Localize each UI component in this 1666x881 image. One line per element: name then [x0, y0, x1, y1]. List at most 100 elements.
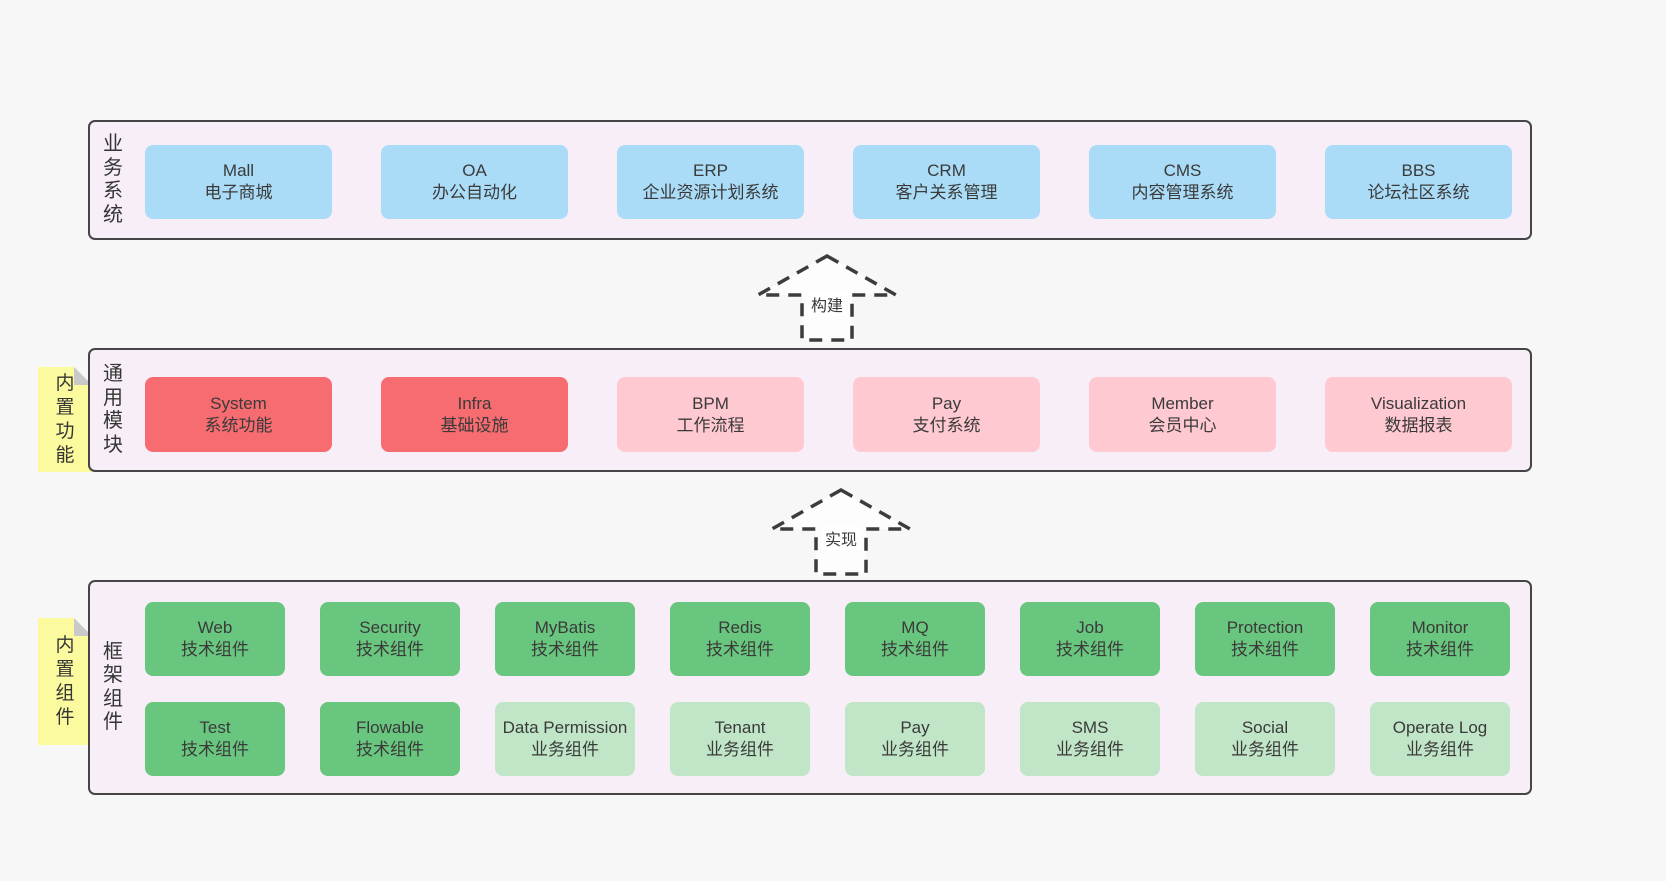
panel-title: 框架组件 [103, 640, 123, 734]
box-social: Social 业务组件 [1195, 702, 1335, 776]
box-subtitle: 工作流程 [676, 415, 745, 435]
panel-title: 业务系统 [103, 133, 123, 226]
box-title: Data Permission [502, 718, 628, 737]
box-cms: CMS 内容管理系统 [1089, 145, 1276, 219]
box-title: Web [197, 618, 233, 637]
box-pay-component: Pay 业务组件 [845, 702, 985, 776]
arrow-label: 构建 [807, 292, 847, 316]
box-subtitle: 业务组件 [881, 740, 949, 759]
box-subtitle: 业务组件 [1056, 740, 1124, 759]
box-security: Security 技术组件 [320, 602, 460, 676]
box-subtitle: 支付系统 [912, 415, 981, 435]
panel-common-modules: 通用模块 System 系统功能 Infra 基础设施 BPM 工作流程 Pay… [88, 348, 1532, 472]
box-tenant: Tenant 业务组件 [670, 702, 810, 776]
implement-arrow: 实现 [766, 486, 916, 578]
box-mall: Mall 电子商城 [145, 145, 332, 219]
box-title: BPM [692, 393, 729, 413]
box-erp: ERP 企业资源计划系统 [617, 145, 804, 219]
arrow-label: 实现 [821, 526, 861, 550]
box-subtitle: 数据报表 [1384, 415, 1453, 435]
box-protection: Protection 技术组件 [1195, 602, 1335, 676]
business-systems-row: Mall 电子商城 OA 办公自动化 ERP 企业资源计划系统 CRM 客户关系… [145, 145, 1512, 219]
box-sms: SMS 业务组件 [1020, 702, 1160, 776]
build-arrow: 构建 [752, 252, 902, 344]
panel-framework-components: 框架组件 Web 技术组件 Security 技术组件 MyBatis 技术组件… [88, 580, 1532, 795]
box-subtitle: 技术组件 [356, 640, 424, 659]
box-visualization: Visualization 数据报表 [1325, 377, 1512, 452]
box-subtitle: 技术组件 [881, 640, 949, 659]
box-operate-log: Operate Log 业务组件 [1370, 702, 1510, 776]
box-title: Protection [1226, 618, 1304, 637]
box-job: Job 技术组件 [1020, 602, 1160, 676]
box-title: ERP [693, 161, 728, 180]
box-subtitle: 基础设施 [440, 415, 509, 435]
box-title: Pay [931, 393, 962, 413]
box-title: Redis [718, 618, 762, 637]
sticky-label: 内置功能 [55, 372, 75, 466]
box-title: CMS [1163, 161, 1202, 180]
box-subtitle: 技术组件 [356, 740, 424, 759]
box-title: Operate Log [1392, 718, 1488, 737]
framework-components-row-1: Web 技术组件 Security 技术组件 MyBatis 技术组件 Redi… [145, 602, 1510, 676]
box-subtitle: 技术组件 [531, 640, 599, 659]
box-title: SMS [1071, 718, 1109, 737]
panel-business-systems: 业务系统 Mall 电子商城 OA 办公自动化 ERP 企业资源计划系统 CRM… [88, 120, 1532, 240]
box-web: Web 技术组件 [145, 602, 285, 676]
box-subtitle: 业务组件 [1231, 740, 1299, 759]
box-flowable: Flowable 技术组件 [320, 702, 460, 776]
box-subtitle: 业务组件 [531, 740, 599, 759]
box-title: Pay [900, 718, 930, 737]
box-monitor: Monitor 技术组件 [1370, 602, 1510, 676]
box-subtitle: 业务组件 [706, 740, 774, 759]
box-subtitle: 论坛社区系统 [1367, 183, 1470, 202]
box-title: Flowable [355, 718, 425, 737]
box-title: MyBatis [534, 618, 596, 637]
box-subtitle: 客户关系管理 [895, 183, 998, 202]
common-modules-row: System 系统功能 Infra 基础设施 BPM 工作流程 Pay 支付系统… [145, 377, 1512, 452]
box-subtitle: 内容管理系统 [1131, 183, 1234, 202]
sticky-label: 内置组件 [55, 634, 75, 728]
panel-title: 通用模块 [103, 363, 123, 456]
box-title: Security [359, 618, 421, 637]
box-title: OA [462, 161, 487, 180]
box-mybatis: MyBatis 技术组件 [495, 602, 635, 676]
box-subtitle: 会员中心 [1148, 415, 1217, 435]
box-system: System 系统功能 [145, 377, 332, 452]
box-title: Visualization [1370, 393, 1467, 413]
box-subtitle: 技术组件 [706, 640, 774, 659]
box-subtitle: 技术组件 [181, 740, 249, 759]
box-title: BBS [1401, 161, 1436, 180]
box-title: MQ [901, 618, 929, 637]
box-data-permission: Data Permission 业务组件 [495, 702, 635, 776]
box-title: Monitor [1411, 618, 1469, 637]
box-pay-module: Pay 支付系统 [853, 377, 1040, 452]
box-subtitle: 技术组件 [181, 640, 249, 659]
box-title: Member [1151, 393, 1214, 413]
box-member: Member 会员中心 [1089, 377, 1276, 452]
box-test: Test 技术组件 [145, 702, 285, 776]
box-subtitle: 系统功能 [204, 415, 273, 435]
box-subtitle: 技术组件 [1056, 640, 1124, 659]
box-crm: CRM 客户关系管理 [853, 145, 1040, 219]
box-bbs: BBS 论坛社区系统 [1325, 145, 1512, 219]
box-subtitle: 技术组件 [1231, 640, 1299, 659]
box-subtitle: 业务组件 [1406, 740, 1474, 759]
box-subtitle: 技术组件 [1406, 640, 1474, 659]
box-title: Test [199, 718, 231, 737]
box-title: Infra [457, 393, 492, 413]
box-subtitle: 办公自动化 [432, 183, 517, 202]
sticky-built-in-features: 内置功能 [38, 367, 92, 472]
box-title: CRM [927, 161, 966, 180]
box-title: Job [1076, 618, 1104, 637]
box-subtitle: 电子商城 [204, 183, 273, 202]
box-infra: Infra 基础设施 [381, 377, 568, 452]
box-title: System [210, 393, 267, 413]
box-bpm: BPM 工作流程 [617, 377, 804, 452]
box-title: Social [1241, 718, 1289, 737]
box-title: Mall [222, 161, 255, 180]
framework-components-row-2: Test 技术组件 Flowable 技术组件 Data Permission … [145, 702, 1510, 776]
box-subtitle: 企业资源计划系统 [642, 183, 779, 202]
box-title: Tenant [714, 718, 766, 737]
box-redis: Redis 技术组件 [670, 602, 810, 676]
sticky-built-in-components: 内置组件 [38, 618, 92, 745]
